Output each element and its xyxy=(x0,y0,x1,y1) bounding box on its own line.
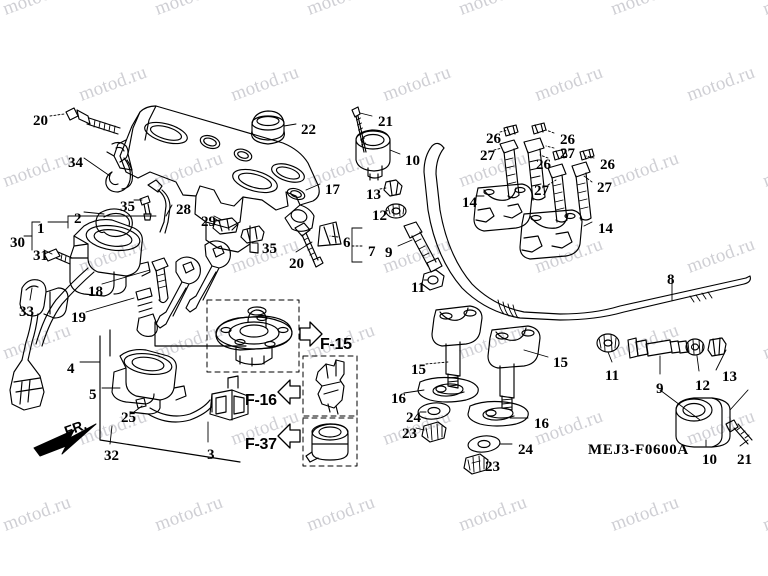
part-label-22: 22 xyxy=(301,122,316,138)
part-label-1: 1 xyxy=(37,221,45,237)
part-label-13: 13 xyxy=(366,187,381,203)
part-label-11: 11 xyxy=(605,368,620,384)
part-label-29: 29 xyxy=(201,214,216,230)
part-label-23: 23 xyxy=(485,459,500,475)
part-label-9: 9 xyxy=(656,381,664,397)
part-label-24: 24 xyxy=(518,442,533,458)
part-label-9: 9 xyxy=(385,245,393,261)
part-label-35: 35 xyxy=(262,241,277,257)
part-label-31: 31 xyxy=(33,248,48,264)
part-label-3: 3 xyxy=(207,447,215,463)
part-label-27: 27 xyxy=(560,146,575,162)
part-label-16: 16 xyxy=(391,391,406,407)
part-label-13: 13 xyxy=(722,369,737,385)
part-label-17: 17 xyxy=(325,182,340,198)
part-label-23: 23 xyxy=(402,426,417,442)
part-label-10: 10 xyxy=(405,153,420,169)
part-label-32: 32 xyxy=(104,448,119,464)
part-label-15: 15 xyxy=(411,362,426,378)
part-label-19: 19 xyxy=(71,310,86,326)
part-label-21: 21 xyxy=(378,114,393,130)
part-label-10: 10 xyxy=(702,452,717,468)
part-label-18: 18 xyxy=(88,284,103,300)
part-label-12: 12 xyxy=(372,208,387,224)
part-label-12: 12 xyxy=(695,378,710,394)
part-label-34: 34 xyxy=(68,155,83,171)
part-label-7: 7 xyxy=(368,244,376,260)
part-number: MEJ3-F0600A xyxy=(588,442,689,458)
part-label-27: 27 xyxy=(480,148,495,164)
part-label-26: 26 xyxy=(560,132,575,148)
part-label-28: 28 xyxy=(176,202,191,218)
reference-callout-f-16[interactable]: F-16 xyxy=(245,392,277,409)
part-label-35: 35 xyxy=(120,199,135,215)
part-label-30: 30 xyxy=(10,235,25,251)
part-label-11: 11 xyxy=(411,280,426,296)
part-label-21: 21 xyxy=(737,452,752,468)
part-label-2: 2 xyxy=(74,211,82,227)
part-label-26: 26 xyxy=(536,157,551,173)
part-label-27: 27 xyxy=(534,183,549,199)
part-label-15: 15 xyxy=(553,355,568,371)
reference-callout-f-37[interactable]: F-37 xyxy=(245,436,277,453)
part-label-14: 14 xyxy=(462,195,477,211)
part-label-26: 26 xyxy=(486,131,501,147)
part-label-5: 5 xyxy=(89,387,97,403)
part-label-26: 26 xyxy=(600,157,615,173)
reference-callout-f-15[interactable]: F-15 xyxy=(320,336,352,353)
part-label-6: 6 xyxy=(343,235,351,251)
part-label-4: 4 xyxy=(67,361,75,377)
part-label-20: 20 xyxy=(289,256,304,272)
part-label-27: 27 xyxy=(597,180,612,196)
part-label-16: 16 xyxy=(534,416,549,432)
part-label-25: 25 xyxy=(121,410,136,426)
part-label-14: 14 xyxy=(598,221,613,237)
part-label-20: 20 xyxy=(33,113,48,129)
part-label-24: 24 xyxy=(406,410,421,426)
part-label-33: 33 xyxy=(19,304,34,320)
part-label-8: 8 xyxy=(667,272,675,288)
